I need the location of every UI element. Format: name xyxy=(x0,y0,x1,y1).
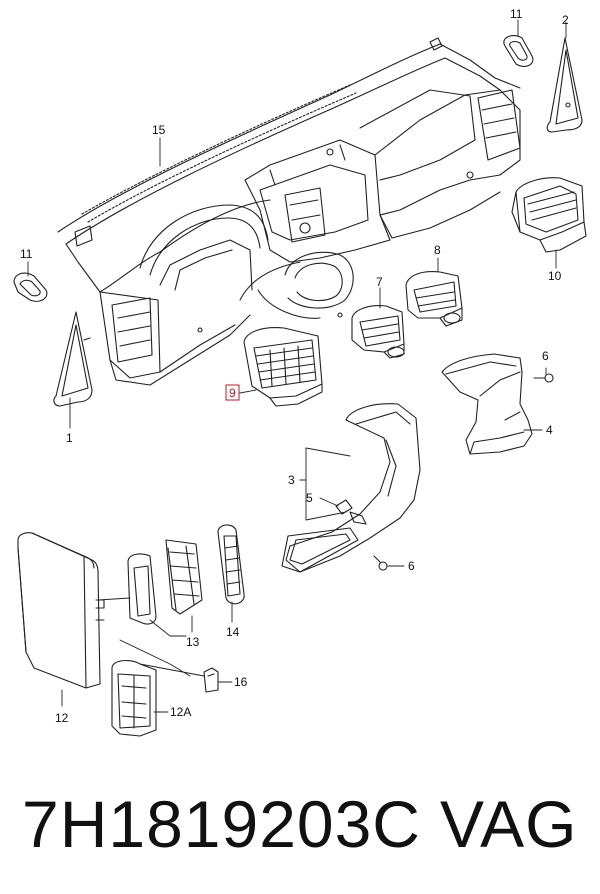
duct-4-drawing xyxy=(441,353,533,455)
trim-1-drawing xyxy=(53,311,93,407)
callout-6-bottom: 6 xyxy=(408,559,415,573)
callout-11-top: 11 xyxy=(510,7,523,21)
cover-12-drawing xyxy=(17,532,105,689)
vent-9-drawing xyxy=(243,327,323,407)
callout-1: 1 xyxy=(66,431,73,445)
vent-14-drawing xyxy=(217,524,245,605)
screw-6-top-drawing xyxy=(533,373,554,383)
cap-11-top-drawing xyxy=(503,35,534,67)
callout-9: 9 xyxy=(229,386,236,400)
cap-11-left-drawing xyxy=(13,272,48,302)
clip-16-drawing xyxy=(203,667,219,693)
part-number: 7H1819203C xyxy=(22,787,421,861)
callout-12: 12 xyxy=(55,711,69,725)
callout-9-highlight-box xyxy=(225,384,240,401)
duct-3-drawing xyxy=(281,403,421,573)
callout-13: 13 xyxy=(186,635,200,649)
callout-4: 4 xyxy=(546,423,553,437)
vent-7-drawing xyxy=(351,305,405,359)
vent-12a-drawing xyxy=(111,659,157,737)
callout-8: 8 xyxy=(434,243,441,257)
vent-13-drawing xyxy=(127,539,203,625)
vent-10-drawing xyxy=(511,177,587,253)
clip-5-drawing xyxy=(335,499,367,525)
leader-lines xyxy=(27,19,567,713)
callout-6-top: 6 xyxy=(542,349,549,363)
callout-3: 3 xyxy=(288,473,295,487)
callout-16: 16 xyxy=(234,675,248,689)
callout-14: 14 xyxy=(226,625,240,639)
exploded-parts-diagram: 15 11 2 11 1 10 8 7 9 6 4 3 5 6 12 13 14… xyxy=(13,7,587,737)
vent-8-drawing xyxy=(405,271,463,327)
screw-6-bottom-drawing xyxy=(373,555,388,571)
trim-2-drawing xyxy=(546,37,583,133)
dashboard-panel-drawing xyxy=(57,37,521,386)
callout-10: 10 xyxy=(548,269,562,283)
callout-7: 7 xyxy=(376,275,383,289)
callout-2: 2 xyxy=(562,13,569,27)
callout-5: 5 xyxy=(306,491,313,505)
callout-11-left: 11 xyxy=(20,247,33,261)
callout-15: 15 xyxy=(152,123,166,137)
brand-label: VAG xyxy=(440,787,578,861)
callout-12a: 12A xyxy=(170,705,191,719)
